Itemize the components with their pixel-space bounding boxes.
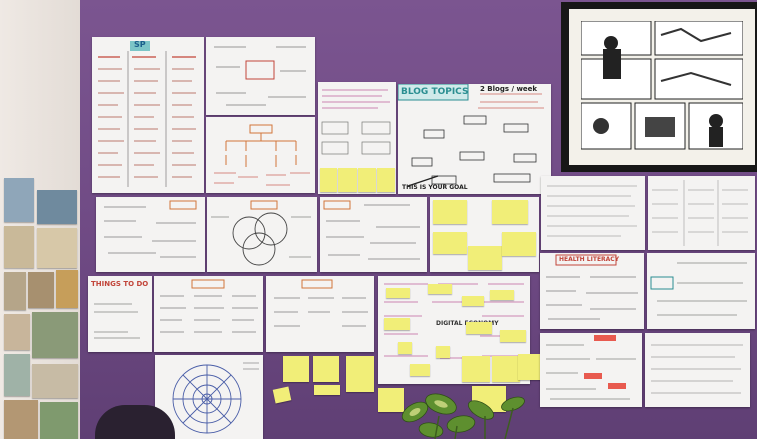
poster-notes-columns — [320, 197, 427, 272]
sticky-note — [314, 385, 340, 395]
postcard — [4, 400, 38, 439]
postcard — [56, 270, 78, 308]
sticky-note — [433, 200, 467, 224]
blog-frequency: 2 Blogs / week — [480, 85, 538, 93]
sticky-note — [386, 288, 410, 298]
sticky-note — [358, 168, 376, 192]
comic-illustration — [581, 21, 743, 150]
postcard — [4, 226, 34, 268]
postcard — [28, 272, 54, 308]
postcard — [37, 190, 77, 224]
poster-blog-topics: BLOG TOPICS 2 Blogs / week THIS IS YOUR … — [398, 84, 551, 194]
sticky-note — [492, 200, 528, 224]
sticky-note — [283, 356, 309, 382]
framed-comic — [561, 2, 757, 172]
sticky-note — [378, 388, 404, 412]
sticky-note — [500, 330, 526, 342]
sticky-note — [346, 356, 374, 392]
poster-sp-table: SP — [92, 37, 204, 193]
dark-object — [95, 405, 175, 439]
poster-bottom-right-2 — [645, 333, 750, 407]
houseplant — [401, 393, 525, 439]
poster-venn-diagram — [207, 197, 317, 272]
postcard — [4, 354, 30, 396]
things-to-do-title: THINGS TO DO — [91, 280, 149, 288]
sticky-note — [410, 364, 430, 376]
poster-right-mid — [647, 253, 755, 329]
sticky-note — [462, 296, 484, 306]
sticky-note — [462, 356, 490, 382]
goal-label: THIS IS YOUR GOAL — [402, 184, 468, 191]
sticky-note — [338, 168, 357, 192]
poster-right-table — [648, 176, 755, 250]
poster-three-columns — [154, 276, 263, 352]
sticky-note — [468, 246, 502, 270]
poster-bottom-right-1 — [540, 333, 642, 407]
poster-box-diagram — [206, 37, 315, 115]
postcard — [32, 364, 78, 398]
sp-label: SP — [134, 40, 146, 49]
sticky-note — [313, 356, 339, 382]
sticky-note — [433, 232, 467, 254]
blog-topics-title: BLOG TOPICS — [401, 87, 469, 97]
postcard — [32, 312, 78, 358]
sticky-note — [466, 322, 492, 334]
postcard — [4, 272, 26, 310]
sticky-note — [490, 290, 514, 300]
poster-branch-notes — [266, 276, 374, 352]
sticky-note — [502, 232, 536, 256]
sticky-note — [384, 318, 410, 330]
sticky-note — [377, 168, 395, 192]
postcard — [4, 314, 30, 350]
sticky-note — [320, 168, 337, 192]
sticky-note — [492, 356, 520, 382]
sticky-note — [428, 284, 452, 294]
sticky-note — [398, 342, 412, 354]
postcard — [4, 178, 34, 222]
sticky-note — [436, 346, 450, 358]
postcard — [40, 402, 78, 439]
poster-things-to-do: THINGS TO DO — [88, 276, 152, 352]
health-literacy-title: HEALTH LITERACY — [559, 256, 620, 263]
poster-health-literacy: HEALTH LITERACY — [540, 253, 644, 329]
poster-tree-diagram — [206, 117, 315, 193]
poster-right-notes — [541, 176, 645, 250]
postcard — [37, 228, 77, 268]
frame-mat — [569, 9, 755, 165]
poster-mind-notes — [96, 197, 205, 272]
